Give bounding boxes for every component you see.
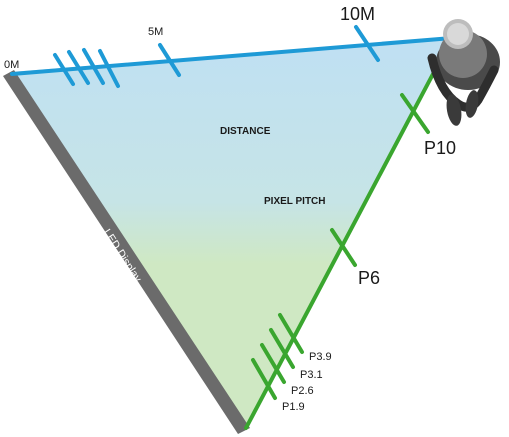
ten-meter-label: 10M	[340, 4, 375, 24]
led-display-panel	[3, 70, 250, 434]
p6-label: P6	[358, 268, 380, 288]
five-meter-label: 5M	[148, 26, 163, 38]
pitch-tick-p10	[400, 93, 430, 134]
p19-label: P1.9	[282, 401, 305, 413]
p31-label: P3.1	[300, 369, 323, 381]
viewing-area-fill	[10, 38, 450, 428]
distance-line	[10, 36, 454, 76]
distance-tick	[67, 50, 90, 85]
p10-label: P10	[424, 138, 456, 158]
pitch-tick-p26	[260, 343, 286, 384]
person-topdown-icon	[427, 19, 500, 126]
distance-tick	[82, 48, 105, 85]
pitch-tick-p31	[269, 328, 295, 369]
pitch-tick-p39	[278, 313, 304, 354]
distance-label: DISTANCE	[220, 126, 271, 137]
distance-ticks	[53, 25, 380, 88]
distance-tick-5m	[158, 43, 181, 77]
p26-label: P2.6	[291, 385, 314, 397]
distance-tick	[53, 53, 75, 86]
pitch-tick-p6	[330, 228, 357, 267]
zero-meter-label: 0M	[4, 59, 19, 71]
pixel-pitch-label: PIXEL PITCH	[264, 196, 326, 207]
p39-label: P3.9	[309, 351, 332, 363]
distance-tick	[98, 49, 120, 88]
distance-tick-10m	[354, 25, 380, 62]
pixel-pitch-ticks	[251, 93, 430, 400]
pitch-tick-p19	[251, 358, 277, 400]
pixel-pitch-line	[244, 36, 454, 430]
